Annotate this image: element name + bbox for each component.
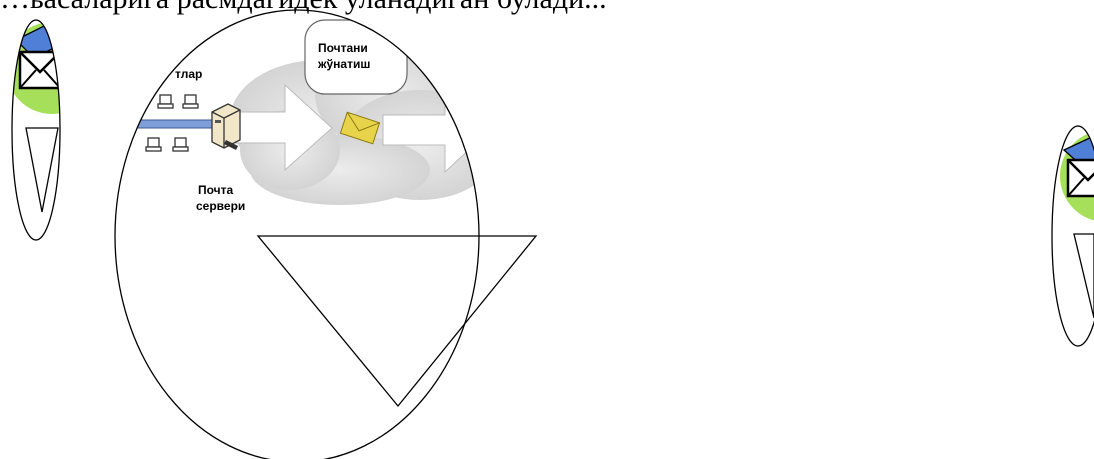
computer-icon [146,138,161,151]
right-mail-badge [1060,130,1094,222]
network-illustration: Почтани жўнатиш тлар [130,20,500,213]
right-triangle [1074,234,1094,318]
big-triangle [258,236,536,406]
computer-icon [158,95,173,108]
left-triangle [26,128,58,212]
mail-server-label-1: Почта [198,183,234,197]
left-mail-badge [6,22,98,114]
computer-icon [183,95,198,108]
computer-icon [173,138,188,151]
mail-server-label-2: сервери [196,199,245,213]
send-mail-label-1: Почтани [318,41,368,55]
computers-label: тлар [175,67,202,81]
network-link-line [130,120,220,128]
send-mail-label-2: жўнатиш [317,57,370,71]
